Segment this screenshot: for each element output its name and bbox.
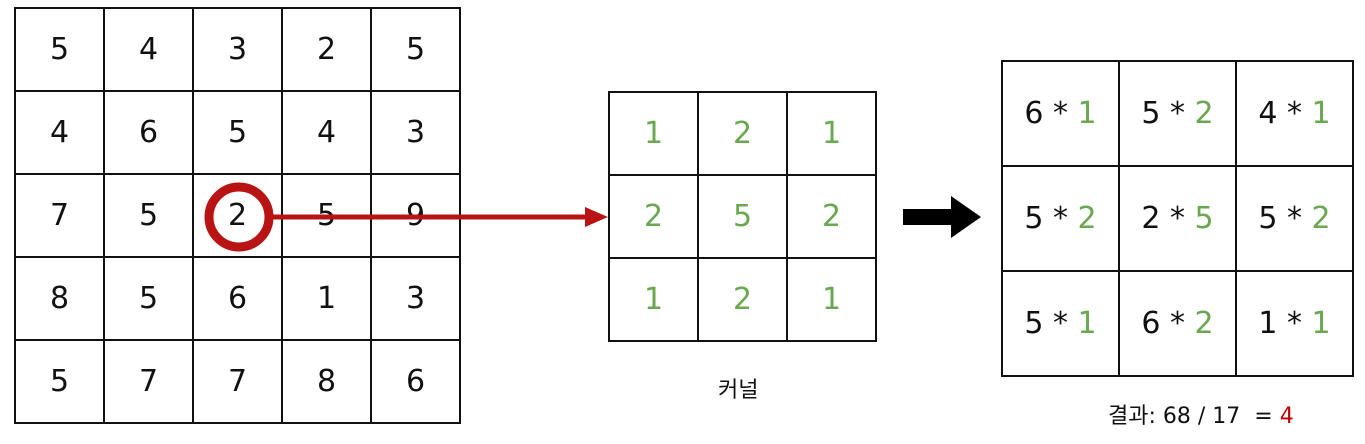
- highlight-circle: [204, 182, 274, 252]
- multiply-operator: *: [1277, 306, 1312, 341]
- multiply-operator: *: [1043, 201, 1078, 236]
- kernel-cell: 2: [608, 174, 699, 259]
- pixel-value: 6: [1024, 96, 1044, 131]
- input-cell: 7: [14, 173, 105, 258]
- multiply-operator: *: [1277, 96, 1312, 131]
- pixel-value: 5: [1141, 96, 1161, 131]
- input-cell: 5: [14, 7, 105, 92]
- input-cell: 4: [281, 90, 372, 175]
- input-cell: 5: [14, 339, 105, 424]
- kernel-cell: 2: [697, 91, 788, 176]
- input-cell: 5: [103, 173, 194, 258]
- arrow-right-icon-head: [585, 207, 608, 227]
- kernel-weight: 2: [1311, 201, 1331, 236]
- kernel-cell: 2: [786, 174, 877, 259]
- input-cell: 8: [14, 256, 105, 341]
- kernel-weight: 5: [1194, 201, 1214, 236]
- bold-arrow-right-icon: [903, 196, 981, 238]
- input-cell: 5: [370, 7, 461, 92]
- result-label: 결과: 68 / 17 = 4: [1108, 398, 1294, 430]
- kernel-cell: 5: [697, 174, 788, 259]
- kernel-weight: 1: [1077, 306, 1097, 341]
- multiply-operator: *: [1043, 96, 1078, 131]
- result-value: 4: [1279, 404, 1294, 429]
- pixel-value: 5: [1024, 201, 1044, 236]
- pixel-value: 5: [1024, 306, 1044, 341]
- input-cell: 6: [103, 90, 194, 175]
- result-cell: 6 * 2: [1118, 270, 1237, 377]
- input-cell: 6: [370, 339, 461, 424]
- result-cell: 5 * 1: [1001, 270, 1120, 377]
- kernel-label: 커널: [718, 378, 759, 403]
- input-cell: 3: [192, 7, 283, 92]
- result-cell: 5 * 2: [1235, 165, 1354, 272]
- result-cell: 1 * 1: [1235, 270, 1354, 377]
- input-cell: 2: [281, 7, 372, 92]
- kernel-weight: 1: [1311, 96, 1331, 131]
- kernel-weight: 1: [1077, 96, 1097, 131]
- result-cell: 2 * 5: [1118, 165, 1237, 272]
- pixel-value: 1: [1258, 306, 1278, 341]
- result-label-prefix: 결과: 68 / 17 =: [1108, 404, 1280, 429]
- input-cell: 1: [281, 256, 372, 341]
- input-cell: 5: [192, 90, 283, 175]
- multiply-operator: *: [1043, 306, 1078, 341]
- kernel-cell: 2: [697, 257, 788, 342]
- pixel-value: 4: [1258, 96, 1278, 131]
- input-cell: 3: [370, 256, 461, 341]
- kernel-weight: 2: [1194, 306, 1214, 341]
- input-cell: 4: [103, 7, 194, 92]
- multiply-operator: *: [1277, 201, 1312, 236]
- result-cell: 5 * 2: [1118, 60, 1237, 167]
- result-cell: 6 * 1: [1001, 60, 1120, 167]
- input-cell: 3: [370, 90, 461, 175]
- kernel-weight: 2: [1077, 201, 1097, 236]
- pixel-value: 6: [1141, 306, 1161, 341]
- input-cell: 7: [192, 339, 283, 424]
- kernel-cell: 1: [786, 257, 877, 342]
- pixel-value: 5: [1258, 201, 1278, 236]
- kernel-weight: 1: [1311, 306, 1331, 341]
- result-cell: 5 * 2: [1001, 165, 1120, 272]
- multiply-operator: *: [1160, 201, 1195, 236]
- kernel-cell: 1: [786, 91, 877, 176]
- multiply-operator: *: [1160, 306, 1195, 341]
- input-cell: 5: [103, 256, 194, 341]
- multiply-operator: *: [1160, 96, 1195, 131]
- kernel-weight: 2: [1194, 96, 1214, 131]
- pixel-value: 2: [1141, 201, 1161, 236]
- input-cell: 7: [103, 339, 194, 424]
- input-cell: 6: [192, 256, 283, 341]
- result-cell: 4 * 1: [1235, 60, 1354, 167]
- kernel-cell: 1: [608, 91, 699, 176]
- input-cell: 8: [281, 339, 372, 424]
- input-cell: 4: [14, 90, 105, 175]
- kernel-cell: 1: [608, 257, 699, 342]
